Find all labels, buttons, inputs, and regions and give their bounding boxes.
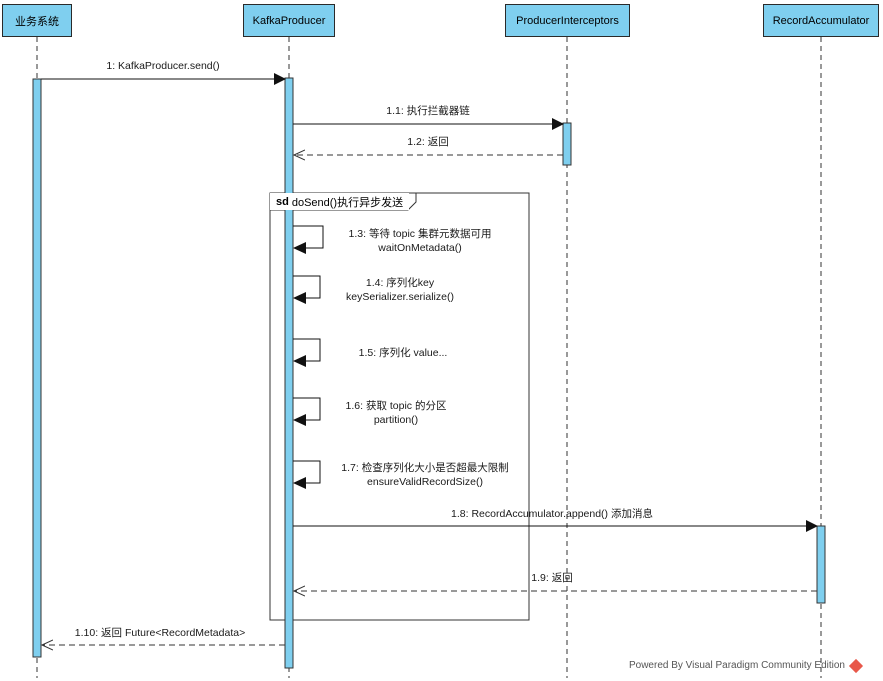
sd-frame-tab: sd doSend()执行异步发送 [270,193,410,210]
participant-record-accumulator[interactable]: RecordAccumulator [763,4,879,37]
message-label-1: 1: KafkaProducer.send() [106,59,219,73]
message-label-1-7: 1.7: 检查序列化大小是否超最大限制 ensureValidRecordSiz… [341,461,508,489]
message-1-6-method: partition() [373,414,419,426]
participant-producer-interceptors[interactable]: ProducerInterceptors [505,4,630,37]
message-1-3-text: 1.3: 等待 topic 集群元数据可用 [348,228,492,240]
self-call-1-5-head [293,355,306,367]
message-label-1-3: 1.3: 等待 topic 集群元数据可用 waitOnMetadata() [349,227,492,255]
self-call-1-5 [293,338,321,362]
sd-keyword: sd [276,195,289,208]
message-1-7-text: 1.7: 检查序列化大小是否超最大限制 [341,462,509,474]
message-label-1-4: 1.4: 序列化key keySerializer.serialize() [346,276,454,304]
activation-ra [816,525,826,604]
self-call-1-3-head [293,242,306,254]
message-1-4-text: 1.4: 序列化key [365,277,435,289]
participant-pi-label: ProducerInterceptors [516,14,619,27]
footer-text: Powered By Visual Paradigm Community Edi… [628,660,845,671]
message-1-4-method: keySerializer.serialize() [346,291,454,303]
message-1-9-text: 1.9: 返回 [531,572,573,584]
message-label-1-1: 1.1: 执行拦截器链 [386,104,469,118]
vp-footer: Powered By Visual Paradigm Community Edi… [628,658,864,673]
self-call-1-4-head [293,292,306,304]
message-label-1-9: 1.9: 返回 [531,571,572,585]
message-label-1-2: 1.2: 返回 [407,135,448,149]
self-call-1-4 [293,275,321,299]
participant-biz[interactable]: 业务系统 [2,4,72,37]
activation-kp [284,77,294,669]
self-call-1-7 [293,460,321,484]
sd-frame-tab-border [270,193,417,211]
message-1-text: 1: KafkaProducer.send() [106,60,220,72]
message-1-6-text: 1.6: 获取 topic 的分区 [345,400,447,412]
self-call-1-6-head [293,414,306,426]
sd-title: doSend()执行异步发送 [291,196,404,209]
message-label-1-5: 1.5: 序列化 value... [359,346,448,360]
participant-biz-label: 业务系统 [15,15,59,28]
message-1-7-method: ensureValidRecordSize() [367,476,483,488]
participant-kafka-producer[interactable]: KafkaProducer [243,4,335,37]
self-call-1-7-head [293,477,306,489]
message-1-2-text: 1.2: 返回 [407,136,449,148]
message-1-10-text: 1.10: 返回 Future<RecordMetadata> [74,627,246,639]
activation-biz [32,78,42,658]
participant-kp-label: KafkaProducer [252,14,326,27]
message-label-1-8: 1.8: RecordAccumulator.append() 添加消息 [451,507,653,521]
activation-pi [562,122,572,166]
message-label-1-10: 1.10: 返回 Future<RecordMetadata> [75,626,245,640]
message-label-1-6: 1.6: 获取 topic 的分区 partition() [346,399,447,427]
message-1-5-text: 1.5: 序列化 value... [358,347,448,359]
self-call-1-3 [293,225,324,249]
participant-ra-label: RecordAccumulator [772,14,870,27]
message-1-1-text: 1.1: 执行拦截器链 [386,105,470,117]
message-1-8-text: 1.8: RecordAccumulator.append() 添加消息 [451,508,653,520]
visual-paradigm-logo-icon [848,658,864,673]
message-1-3-method: waitOnMetadata() [378,242,462,254]
self-call-1-6 [293,397,321,421]
